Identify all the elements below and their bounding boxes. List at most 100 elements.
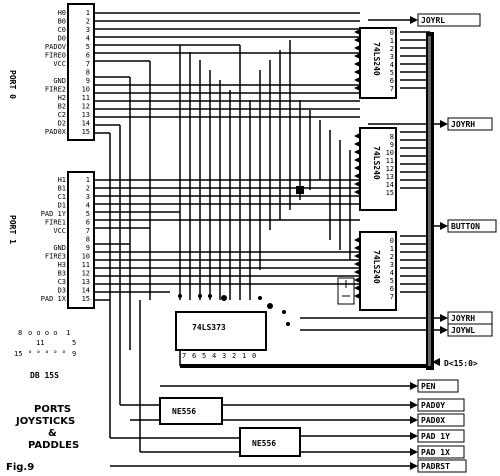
output-arrowheads <box>410 16 448 470</box>
buffer-chip-top <box>359 27 397 99</box>
output-bus: D<15:0> <box>444 359 478 368</box>
buffer-mid-pin-7: 15 <box>386 189 394 197</box>
port0-signal-12: B2 <box>58 103 66 111</box>
latch-pin-6: 1 <box>242 352 246 360</box>
port1-pin-12: 12 <box>82 270 90 278</box>
port0-pin-15: 15 <box>82 128 90 136</box>
port0-pin-9: 9 <box>86 77 90 85</box>
port0-title: PORT 0 <box>8 70 17 99</box>
output-joyrh: JOYRH <box>451 120 475 129</box>
buffer-mid-label: 74LS240 <box>372 146 381 180</box>
port1-pin-13: 13 <box>82 278 90 286</box>
buffer-top-pin-2: 2 <box>390 45 394 53</box>
port1-pin-1: 1 <box>86 176 90 184</box>
port1-signal-12: B3 <box>58 270 66 278</box>
port1-pin-2: 2 <box>86 185 90 193</box>
port0-signal-15: PAD0X <box>45 128 67 136</box>
buffer-mid-pin-3: 11 <box>386 157 394 165</box>
db15-row2-right: 9 <box>72 350 76 358</box>
latch-label: 74LS373 <box>192 323 226 332</box>
buffer-top-pin-3: 3 <box>390 53 394 61</box>
port0-pin-11: 11 <box>82 94 90 102</box>
port1-pin-15: 15 <box>82 295 90 303</box>
output-pad1x: PAD 1X <box>421 448 450 457</box>
port1-pin-11: 11 <box>82 261 90 269</box>
output-pad1y: PAD 1Y <box>421 432 450 441</box>
output-frames <box>417 13 497 473</box>
buffer-bot-pin-7: 7 <box>390 293 394 301</box>
output-button: BUTTON <box>451 222 480 231</box>
caption-line3: & <box>48 428 57 439</box>
buffer-mid-pin-5: 13 <box>386 173 394 181</box>
junction-dots <box>178 186 304 326</box>
db15-row1-left: 8 <box>18 329 22 337</box>
latch-pin-7: 0 <box>252 352 256 360</box>
port0-pin-7: 7 <box>86 60 90 68</box>
latch-pin-0: 7 <box>182 352 186 360</box>
buffer-mid-pin-4: 12 <box>386 165 394 173</box>
port0-pin-2: 2 <box>86 18 90 26</box>
port0-pin-10: 10 <box>82 86 90 94</box>
port0-signal-1: H0 <box>58 9 66 17</box>
port0-pin-8: 8 <box>86 69 90 77</box>
port0-connector <box>67 3 95 141</box>
port1-signal-1: H1 <box>58 176 66 184</box>
db15-pin5: 5 <box>72 339 76 347</box>
port0-signal-7: VCC <box>53 60 66 68</box>
port1-pin-3: 3 <box>86 193 90 201</box>
latch-chip <box>175 311 267 351</box>
port0-signal-labels: H0B0C0D0PADOVFIRE0VCCGNDFIRE2H2B2C2D2PAD… <box>45 9 67 136</box>
buffer-top-pin-1: 1 <box>390 37 394 45</box>
port0-pin-12: 12 <box>82 103 90 111</box>
port1-signal-13: C3 <box>58 278 66 286</box>
caption-line1: PORTS <box>34 404 71 415</box>
port1-pin-6: 6 <box>86 219 90 227</box>
port1-signal-2: B1 <box>58 185 66 193</box>
data-bus-bar-highlight <box>428 36 431 366</box>
port1-signal-15: PAD 1X <box>41 295 67 303</box>
buffer-mid-pin-6: 14 <box>386 181 394 189</box>
port0-signal-2: B0 <box>58 18 66 26</box>
port1-pin-4: 4 <box>86 202 90 210</box>
data-bus-bar <box>426 32 434 370</box>
db15-row1-right: 1 <box>66 329 70 337</box>
port0-signal-14: D2 <box>58 120 66 128</box>
buffer-bot-pin-4: 4 <box>390 269 394 277</box>
port1-signal-6: FIRE1 <box>45 219 66 227</box>
port1-signal-11: H3 <box>58 261 66 269</box>
port1-pin-8: 8 <box>86 236 90 244</box>
wiring <box>94 12 440 467</box>
port0-pin-6: 6 <box>86 52 90 60</box>
buffer-bot-pin-2: 2 <box>390 253 394 261</box>
port1-signal-9: GND <box>53 244 66 252</box>
port1-connector <box>67 171 95 309</box>
buffer-bot-label: 74LS240 <box>372 250 381 284</box>
port0-signal-9: GND <box>53 77 66 85</box>
bias-network <box>337 277 355 305</box>
port1-pin-7: 7 <box>86 227 90 235</box>
timer1-label: NE556 <box>172 407 196 416</box>
port1-signal-10: FIRE3 <box>45 253 66 261</box>
buffer-bot-pin-0: 0 <box>390 237 394 245</box>
port0-signal-3: C0 <box>58 26 66 34</box>
port1-pin-10: 10 <box>82 253 90 261</box>
port0-signal-11: H2 <box>58 94 66 102</box>
output-pen: PEN <box>421 382 436 391</box>
port1-signal-7: VCC <box>53 227 66 235</box>
buffer-top-pin-4: 4 <box>390 61 394 69</box>
buffer-top-pin-6: 6 <box>390 77 394 85</box>
buffer-top-pin-7: 7 <box>390 85 394 93</box>
db15-pin11: 11 <box>36 339 44 347</box>
port1-signal-3: C1 <box>58 193 66 201</box>
port0-pin-4: 4 <box>86 35 90 43</box>
buffer-mid-pin-2: 10 <box>386 149 394 157</box>
buffer-bot-pin-3: 3 <box>390 261 394 269</box>
output-joyrl: JOYRL <box>421 16 445 25</box>
caption-line4: PADDLES <box>28 440 79 451</box>
